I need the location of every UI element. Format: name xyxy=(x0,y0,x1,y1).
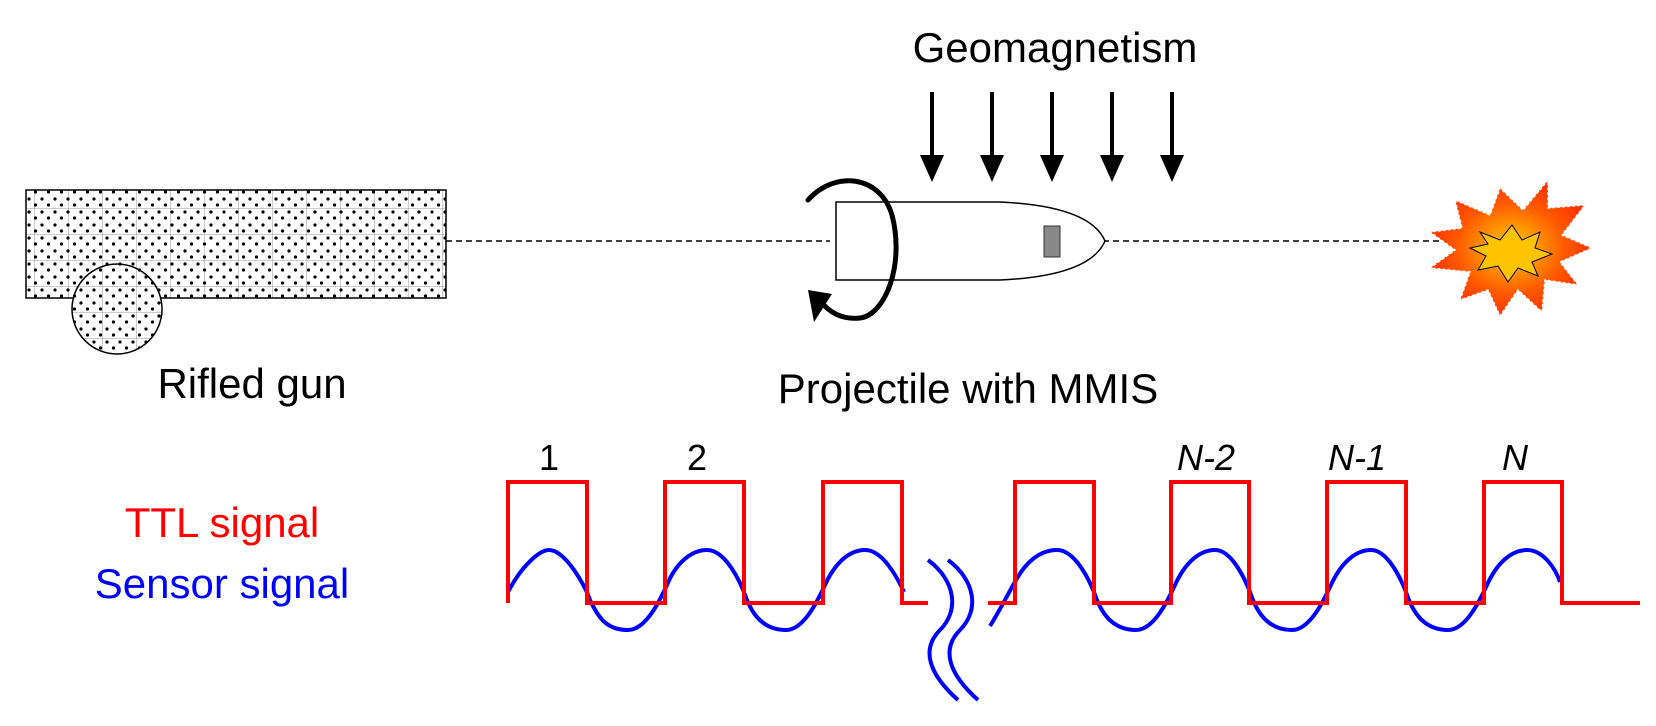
sensor-signal-wave xyxy=(506,547,906,633)
ttl-signal-wave xyxy=(506,480,928,605)
pulse-label: 1 xyxy=(539,437,559,478)
pulse-label: N-1 xyxy=(1328,437,1386,478)
down-arrow-icon xyxy=(920,92,944,182)
spin-arrow-icon xyxy=(805,178,899,322)
sensor-signal-wave xyxy=(988,547,1562,633)
down-arrow-icon xyxy=(1040,92,1064,182)
rifled-gun-icon xyxy=(25,189,447,355)
pulse-label: N xyxy=(1502,437,1529,478)
pulse-label: N-2 xyxy=(1177,437,1235,478)
down-arrow-icon xyxy=(980,92,1004,182)
rifled-gun-label: Rifled gun xyxy=(157,360,346,407)
pulse-label: 2 xyxy=(687,437,707,478)
explosion-icon xyxy=(1427,177,1594,318)
geomagnetism-label: Geomagnetism xyxy=(913,24,1198,71)
down-arrow-icon xyxy=(1100,92,1124,182)
down-arrow-icon xyxy=(1160,92,1184,182)
axis-break-icon xyxy=(926,558,980,702)
sensor-signal-label: Sensor signal xyxy=(95,560,349,607)
ttl-signal-wave xyxy=(988,480,1640,605)
projectile-label: Projectile with MMIS xyxy=(778,365,1158,412)
mmis-sensor-icon xyxy=(1043,225,1061,258)
geomagnetism-arrows xyxy=(920,92,1184,182)
projectile-icon xyxy=(835,201,1106,281)
ttl-signal-label: TTL signal xyxy=(125,499,320,546)
